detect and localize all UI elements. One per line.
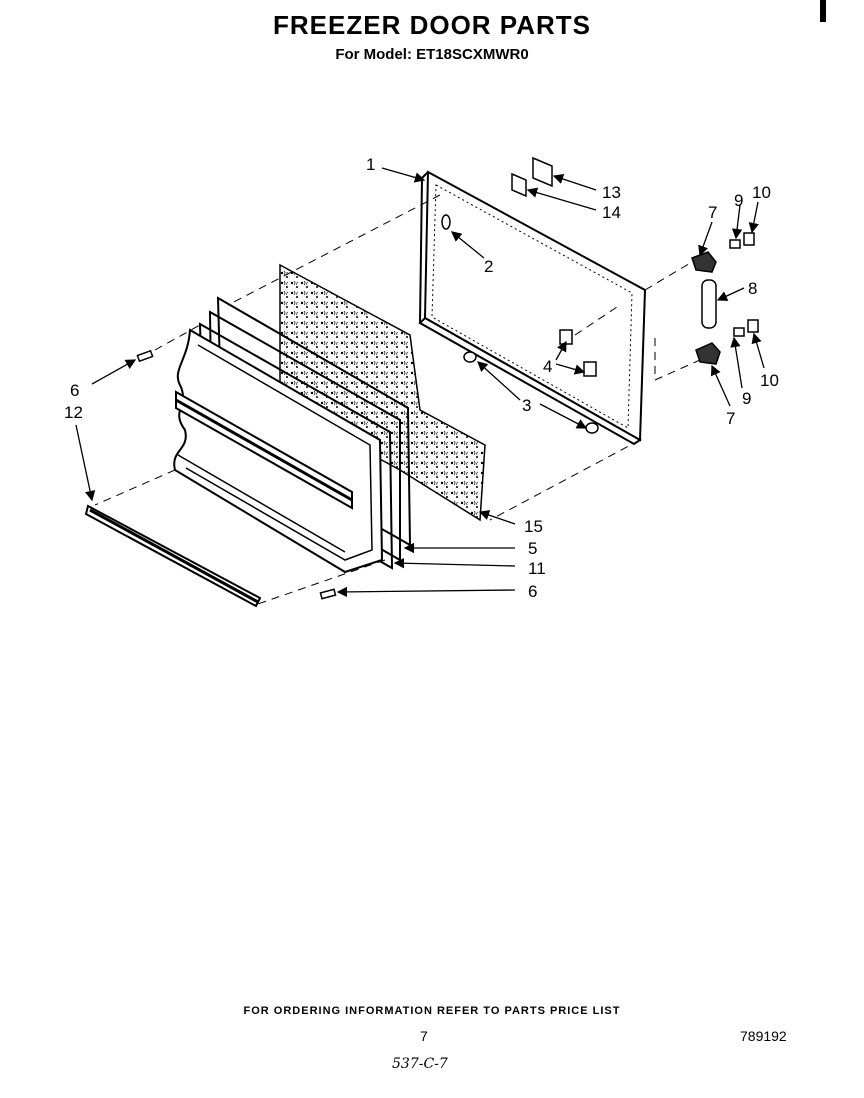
callout-7-bottom: 7: [726, 409, 735, 428]
scan-mark: [820, 0, 826, 22]
screws: [136, 349, 337, 600]
callout-6-top: 6: [70, 381, 79, 400]
callout-10-top: 10: [752, 183, 771, 202]
assembly-lines: [94, 194, 701, 606]
callout-9-top: 9: [734, 191, 743, 210]
leader-arrows: [75, 167, 765, 598]
callout-11: 11: [528, 559, 546, 578]
inner-door-liner: [173, 328, 384, 574]
handwritten-code: 537-C-7: [392, 1056, 448, 1072]
hinge-assembly: [691, 232, 759, 365]
page-number: 7: [420, 1028, 428, 1044]
callout-1: 1: [366, 155, 375, 174]
ordering-info-note: FOR ORDERING INFORMATION REFER TO PARTS …: [243, 1005, 621, 1017]
callout-14: 14: [602, 203, 621, 222]
door-shelf-bar: [84, 504, 262, 608]
callout-9-bottom: 9: [742, 389, 751, 408]
callout-7-top: 7: [708, 203, 717, 222]
callout-8: 8: [748, 279, 757, 298]
page-title: FREEZER DOOR PARTS: [273, 10, 591, 40]
callout-12: 12: [64, 403, 83, 422]
callout-labels: 1 2 3 4 5 6 6 7 7 8 9 9 10 10 11 12 13 1…: [64, 155, 779, 601]
document-number: 789192: [740, 1028, 787, 1044]
callout-6-bottom: 6: [528, 582, 537, 601]
callout-2: 2: [484, 257, 493, 276]
callout-13: 13: [602, 183, 621, 202]
part-13-14-brackets: [511, 156, 553, 198]
callout-4: 4: [543, 357, 552, 376]
callout-3: 3: [522, 396, 531, 415]
callout-10-bottom: 10: [760, 371, 779, 390]
model-subtitle: For Model: ET18SCXMWR0: [335, 46, 529, 63]
callout-5: 5: [528, 539, 537, 558]
callout-15: 15: [524, 517, 543, 536]
